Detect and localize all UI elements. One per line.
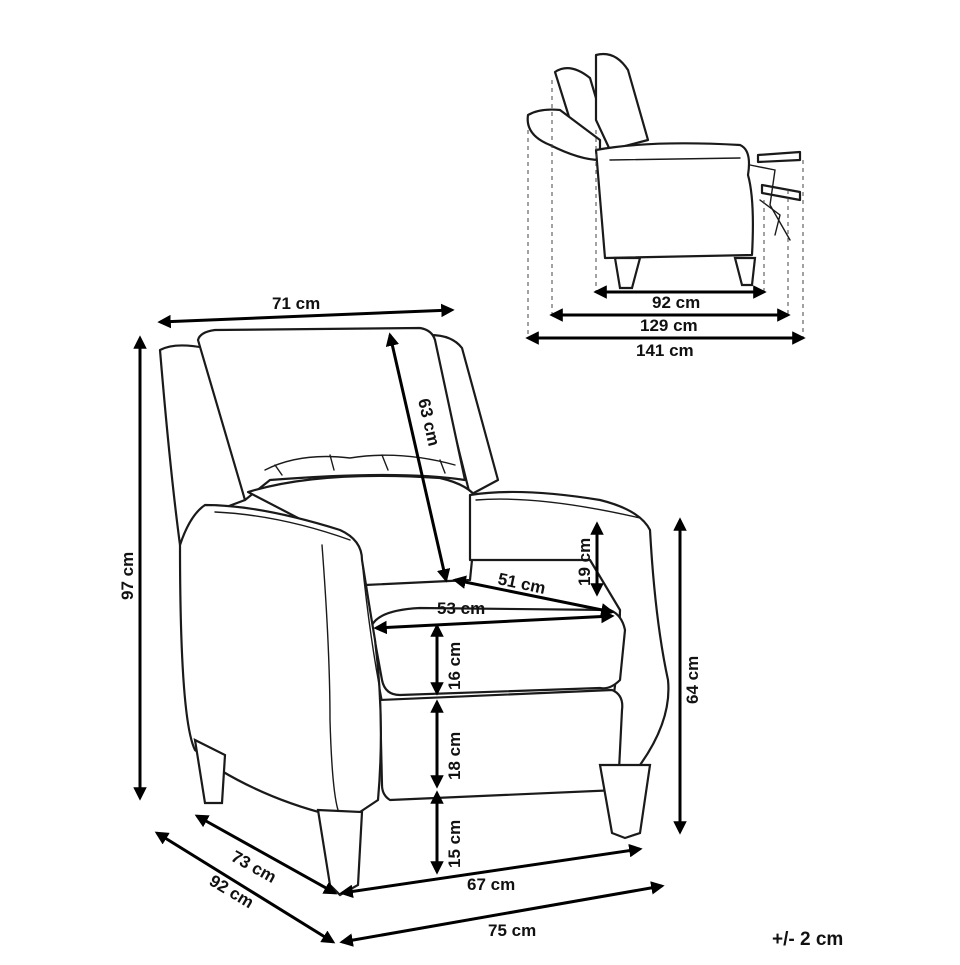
front-view-chair xyxy=(158,326,670,897)
side-view-dimensions: 92 cm 129 cm 141 cm xyxy=(525,285,806,360)
closed-depth-label: 92 cm xyxy=(652,293,700,312)
armrest-height-label: 19 cm xyxy=(575,538,594,586)
full-recline-label: 141 cm xyxy=(636,341,694,360)
tolerance-label: +/- 2 cm xyxy=(772,929,843,950)
width-inner-label: 67 cm xyxy=(467,875,515,894)
seat-width-label: 53 cm xyxy=(437,599,485,618)
partial-recline-label: 129 cm xyxy=(640,316,698,335)
arm-height-label: 64 cm xyxy=(683,656,702,704)
depth-outer-label: 92 cm xyxy=(206,871,257,912)
front-view-dimensions: 71 cm 97 cm 63 cm 51 cm 53 cm 19 cm 64 c… xyxy=(118,294,702,947)
seat-front-label: 18 cm xyxy=(445,732,464,780)
width-top-label: 71 cm xyxy=(272,294,320,313)
height-total-label: 97 cm xyxy=(118,552,137,600)
cushion-thickness-label: 16 cm xyxy=(445,642,464,690)
side-view-chair xyxy=(526,52,804,338)
leg-height-label: 15 cm xyxy=(445,820,464,868)
width-outer-label: 75 cm xyxy=(488,921,536,940)
